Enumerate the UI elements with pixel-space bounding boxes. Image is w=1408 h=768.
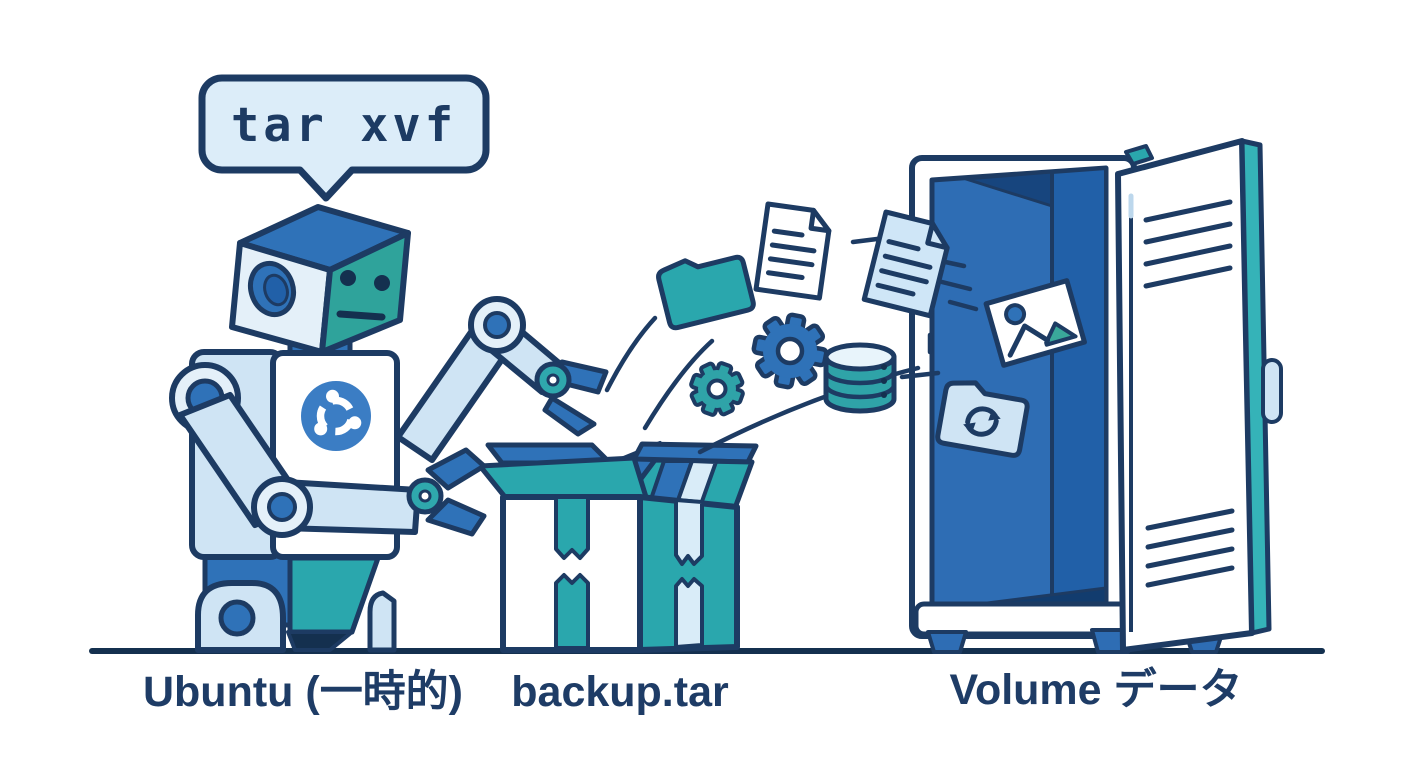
locker-door bbox=[1115, 138, 1272, 653]
locker-door-edge bbox=[1239, 138, 1272, 636]
robot-gripper bbox=[425, 497, 487, 537]
robot-gripper bbox=[542, 395, 597, 437]
box-tape-front-top bbox=[554, 495, 590, 560]
locker-interior-side-wall bbox=[1050, 166, 1108, 614]
ubuntu-robot bbox=[169, 204, 609, 653]
robot-mouth bbox=[336, 310, 386, 321]
database-icon bbox=[823, 342, 897, 414]
volume-locker bbox=[909, 138, 1283, 654]
gear-icon bbox=[751, 312, 829, 390]
document-icon bbox=[753, 201, 832, 301]
tar-command-text: tar xvf bbox=[231, 98, 457, 153]
robot-face bbox=[319, 230, 411, 355]
box-tape-side-bottom bbox=[674, 577, 704, 649]
caption-ubuntu: Ubuntu (一時的) bbox=[143, 668, 463, 716]
robot-head bbox=[229, 204, 411, 355]
image-icon bbox=[983, 278, 1087, 368]
backup-box bbox=[477, 441, 759, 653]
box-flap-left bbox=[477, 455, 649, 500]
robot-eye bbox=[374, 275, 390, 291]
speech-bubble: tar xvf bbox=[198, 74, 490, 202]
sync-arrows-icon bbox=[963, 406, 1001, 437]
gear-icon bbox=[689, 361, 745, 417]
document-icon bbox=[861, 209, 950, 319]
locker-top-edge bbox=[1124, 144, 1154, 166]
caption-volume-data: Volume データ bbox=[949, 665, 1242, 714]
robot-lower-arm bbox=[169, 362, 487, 538]
caption-backup-tar: backup.tar bbox=[511, 668, 729, 716]
box-tape-front-bottom bbox=[554, 573, 590, 650]
robot-eye bbox=[340, 270, 356, 286]
door-vents-top bbox=[1143, 199, 1233, 289]
door-handle bbox=[1261, 358, 1283, 424]
box-tape-side-top bbox=[674, 498, 704, 566]
sync-folder-icon bbox=[935, 380, 1030, 458]
flying-items bbox=[656, 201, 1087, 458]
robot-upper-arm bbox=[395, 296, 609, 463]
door-vents-bottom bbox=[1145, 508, 1235, 588]
robot-gripper bbox=[425, 447, 487, 491]
folder-icon bbox=[656, 254, 756, 331]
locker-foot bbox=[926, 630, 968, 654]
ubuntu-logo bbox=[301, 381, 371, 451]
box-side-panel bbox=[637, 494, 740, 653]
